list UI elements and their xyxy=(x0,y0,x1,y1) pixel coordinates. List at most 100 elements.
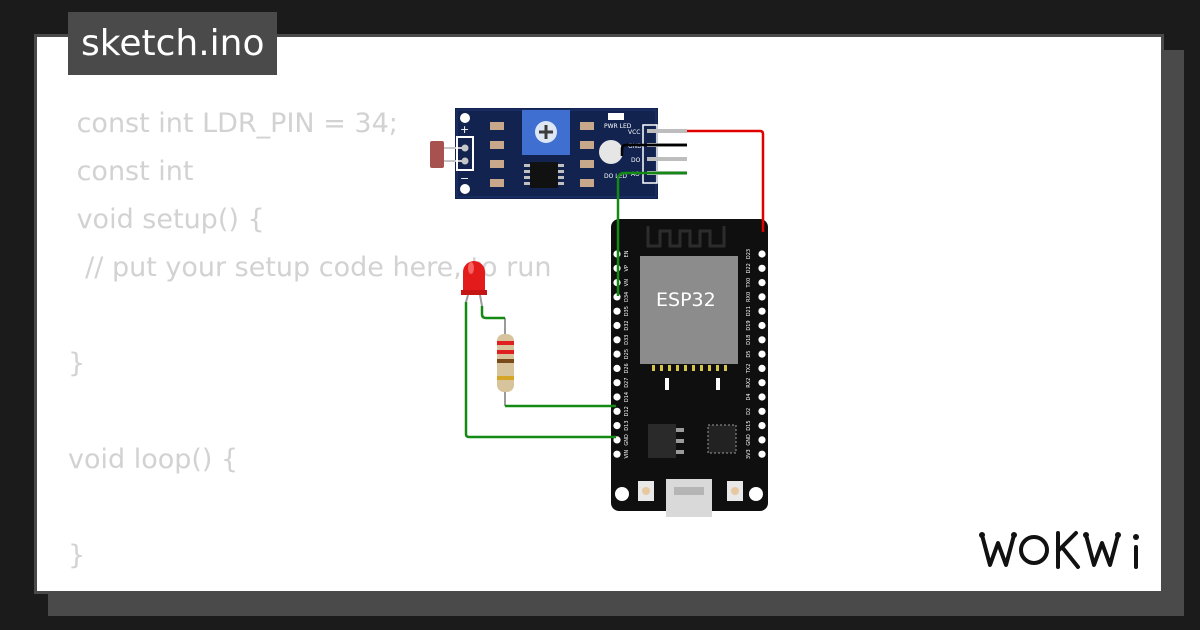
pin-label: D12 xyxy=(624,406,630,416)
pin-label: TX0 xyxy=(746,278,752,289)
pin-d2[interactable] xyxy=(758,407,766,415)
smd-resistor xyxy=(580,141,594,149)
right-pin-labels: D23D22TX0RX0D21D19D18D5TX2RX2D4D2D15GND3… xyxy=(746,249,752,459)
code-line: const int xyxy=(68,156,194,187)
smd-resistor xyxy=(580,160,594,168)
plus-label: + xyxy=(460,123,469,136)
pin-label: D14 xyxy=(624,392,630,402)
pin-label: TX2 xyxy=(746,364,752,375)
pin-tx2[interactable] xyxy=(758,364,766,372)
code-line: const int LDR_PIN = 34; xyxy=(68,108,398,139)
pin-d19[interactable] xyxy=(758,321,766,330)
minus-label: − xyxy=(460,172,469,185)
smd-resistor xyxy=(490,122,504,130)
gnd-wire[interactable] xyxy=(620,143,687,156)
code-line: } xyxy=(68,348,86,379)
pwr-led xyxy=(608,113,624,120)
resistor[interactable] xyxy=(497,318,514,406)
pin-label: D32 xyxy=(624,320,630,330)
pin-d23[interactable] xyxy=(758,250,766,258)
mounting-hole xyxy=(749,487,763,501)
pin-label: VIN xyxy=(624,450,630,459)
do-led-label: DO LED xyxy=(604,173,627,180)
pin-rx2[interactable] xyxy=(758,379,766,387)
led-anode-wire[interactable] xyxy=(480,306,505,320)
chip-label: ESP32 xyxy=(656,289,716,311)
mounting-hole xyxy=(615,487,629,501)
usb-port[interactable] xyxy=(666,479,712,517)
pin-label: D18 xyxy=(746,335,752,345)
smd-resistor xyxy=(490,179,504,187)
usb-uart-chip xyxy=(707,424,737,454)
pin-d25[interactable] xyxy=(613,350,621,358)
pin-d5[interactable] xyxy=(758,350,766,358)
red-led[interactable] xyxy=(461,261,487,307)
pin-label: D4 xyxy=(746,393,752,400)
comparator-chip xyxy=(530,162,558,188)
pin-label-gnd: GND xyxy=(628,143,642,150)
pin-label: VN xyxy=(624,279,630,286)
pin-label: D21 xyxy=(746,306,752,316)
mounting-hole xyxy=(460,113,470,123)
pin-d26[interactable] xyxy=(613,364,621,372)
indicator-led xyxy=(599,140,623,164)
pin-label: D25 xyxy=(624,349,630,359)
code-line: } xyxy=(68,540,86,571)
pin-d13[interactable] xyxy=(613,422,621,430)
pin-label: VP xyxy=(624,265,630,271)
mounting-hole xyxy=(460,184,470,194)
pin-label: GND xyxy=(746,434,752,446)
code-line: void setup() { xyxy=(68,204,265,235)
sketch-file-title: sketch.ino xyxy=(68,12,278,75)
pin-d32[interactable] xyxy=(613,321,621,330)
antenna-trace xyxy=(646,226,726,248)
smd-resistor xyxy=(580,122,594,130)
pin-label: GND xyxy=(624,434,630,446)
pin-label: EN xyxy=(624,250,630,257)
pin-label: D22 xyxy=(746,263,752,273)
vcc-wire[interactable] xyxy=(687,129,765,232)
pin-label-vcc: VCC xyxy=(628,129,640,136)
pin-d4[interactable] xyxy=(758,393,766,401)
pin-vin[interactable] xyxy=(613,450,621,458)
voltage-regulator xyxy=(648,424,676,458)
pin-label: D23 xyxy=(746,249,752,259)
pin-label: 3V3 xyxy=(746,449,752,459)
code-editor: const int LDR_PIN = 34; const int void s… xyxy=(68,100,551,580)
pin-d21[interactable] xyxy=(758,307,766,315)
analog-signal-wire[interactable] xyxy=(616,171,687,296)
pin-label: D35 xyxy=(624,306,630,316)
pin-label: D2 xyxy=(746,408,752,415)
pin-label-do: DO xyxy=(631,157,641,164)
smd-resistor xyxy=(580,179,594,187)
pin-gnd[interactable] xyxy=(758,436,766,444)
pin-label: D5 xyxy=(746,351,752,358)
pin-d22[interactable] xyxy=(758,264,766,272)
led-cathode-wire[interactable] xyxy=(464,302,616,439)
pin-d14[interactable] xyxy=(613,393,621,401)
pin-d33[interactable] xyxy=(613,336,621,344)
pin-d27[interactable] xyxy=(613,379,621,387)
pin-d15[interactable] xyxy=(758,422,766,430)
pin-label: D27 xyxy=(624,378,630,388)
pin-d18[interactable] xyxy=(758,336,766,344)
pin-d12[interactable] xyxy=(613,407,621,415)
esp32-board[interactable]: ESP32 ENVPVND34D35D32D33D25D26D27D14D12D… xyxy=(611,219,768,517)
esp32-module xyxy=(640,256,738,364)
pwr-led-label: PWR LED xyxy=(604,123,632,130)
pin-label: D33 xyxy=(624,335,630,345)
pin-label: RX0 xyxy=(746,292,752,302)
pin-label: D34 xyxy=(624,292,630,302)
right-pin-header[interactable] xyxy=(758,250,766,458)
pin-tx0[interactable] xyxy=(758,279,766,287)
code-line: void loop() { xyxy=(68,444,239,475)
ldr-sensor-module[interactable]: + − PWR LED DO LED VCC GND DO xyxy=(430,108,687,199)
pin-rx0[interactable] xyxy=(758,293,766,301)
pin-label: D19 xyxy=(746,320,752,330)
pin-3v3[interactable] xyxy=(758,450,766,458)
pin-d35[interactable] xyxy=(613,307,621,315)
header-pin[interactable] xyxy=(647,157,687,161)
wires xyxy=(464,129,765,439)
smd-resistor xyxy=(490,141,504,149)
header-pin[interactable] xyxy=(647,129,687,133)
